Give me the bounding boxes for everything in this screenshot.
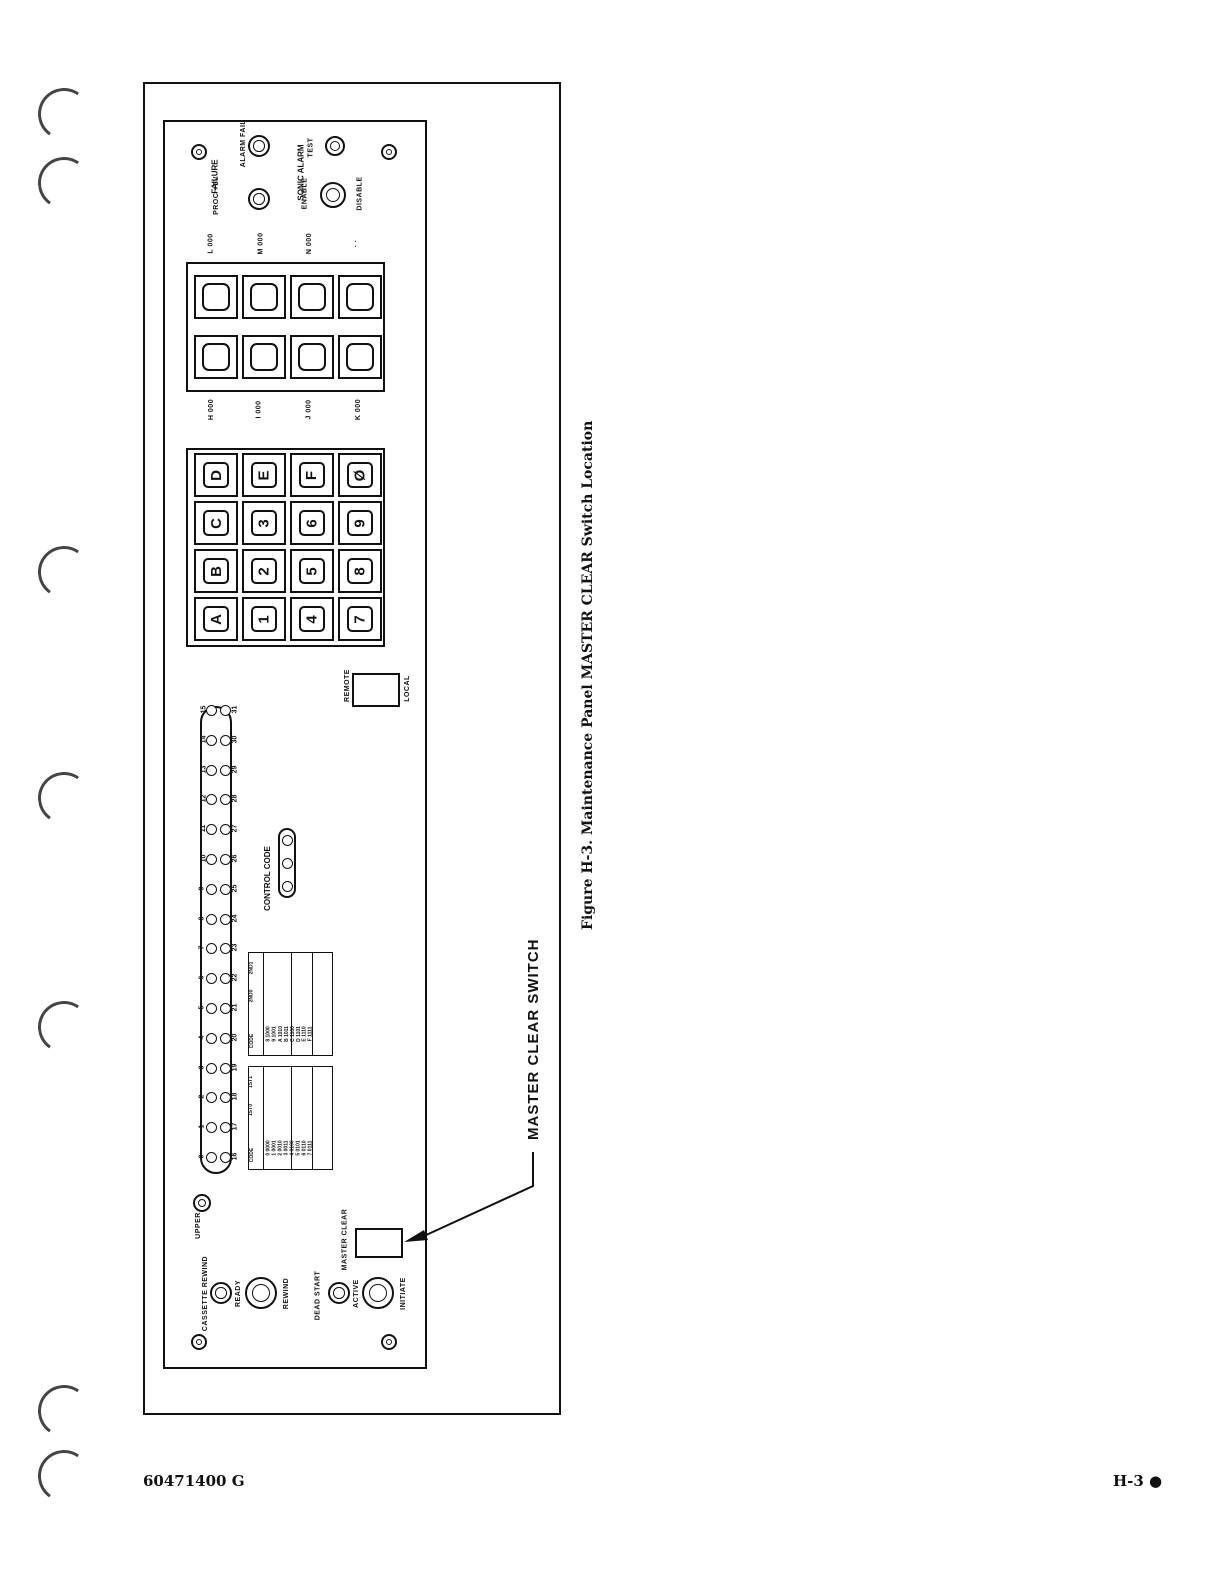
bit-lamp bbox=[206, 854, 217, 865]
table-divider bbox=[263, 953, 264, 1055]
display-lamp bbox=[242, 275, 286, 319]
display-lamp bbox=[194, 275, 238, 319]
sonic-alarm-toggle[interactable] bbox=[320, 182, 346, 208]
screw-icon bbox=[381, 144, 397, 160]
bit-lamp bbox=[220, 913, 231, 925]
bit-lamp bbox=[220, 1062, 231, 1074]
table-divider bbox=[312, 1067, 313, 1169]
bit-lamp bbox=[206, 705, 217, 716]
bit-lamp bbox=[220, 824, 231, 836]
key-b[interactable]: B bbox=[194, 549, 238, 593]
figure-frame bbox=[143, 82, 561, 1415]
upper-lamp[interactable] bbox=[193, 1194, 211, 1212]
control-code-lamp bbox=[282, 881, 293, 892]
key-7[interactable]: 7 bbox=[338, 597, 382, 641]
key-d[interactable]: D bbox=[194, 453, 238, 497]
master-clear-callout: MASTER CLEAR SWITCH bbox=[525, 938, 542, 1141]
key-0[interactable]: Ø bbox=[338, 453, 382, 497]
bit-lamp bbox=[220, 1122, 231, 1134]
code-table-1: CODE 1ST0 1ST1 0 0000 1 0001 2 0010 3 00… bbox=[248, 1066, 333, 1170]
bit-lamp bbox=[206, 913, 217, 925]
key-5[interactable]: 5 bbox=[290, 549, 334, 593]
proc-5v-lamp[interactable] bbox=[248, 188, 270, 210]
bit-lamp bbox=[220, 854, 231, 865]
key-3[interactable]: 3 bbox=[242, 501, 286, 545]
bit-lamp bbox=[220, 1092, 231, 1104]
key-6[interactable]: 6 bbox=[290, 501, 334, 545]
bit-lamp bbox=[206, 1003, 217, 1014]
screw-icon bbox=[191, 1334, 207, 1350]
remote-local-switch[interactable] bbox=[352, 673, 400, 707]
table-divider bbox=[291, 1067, 292, 1169]
bit-lamp bbox=[220, 1152, 231, 1163]
bit-lamp bbox=[206, 1032, 217, 1044]
document-number: 60471400 G bbox=[143, 1472, 245, 1490]
bit-lamp bbox=[220, 973, 231, 985]
display-lamp bbox=[338, 275, 382, 319]
key-a[interactable]: A bbox=[194, 597, 238, 641]
bit-lamp bbox=[206, 943, 217, 955]
code-table-2: CODE 2ND0 2ND1 8 1000 9 1001 A 1010 B 10… bbox=[248, 952, 333, 1056]
bit-lamp bbox=[206, 1062, 217, 1074]
display-lamp bbox=[194, 335, 238, 379]
bit-lamp bbox=[220, 734, 231, 746]
bit-lamp bbox=[206, 973, 217, 985]
sonic-test-button[interactable] bbox=[325, 136, 345, 156]
figure-caption: Figure H-3. Maintenance Panel MASTER CLE… bbox=[580, 420, 596, 930]
bit-lamp bbox=[206, 764, 217, 776]
display-lamp bbox=[290, 275, 334, 319]
key-4[interactable]: 4 bbox=[290, 597, 334, 641]
maintenance-panel: FAILURE ALARM FAIL PROC +5V SONIC ALARM … bbox=[163, 120, 427, 1369]
display-lamp bbox=[338, 335, 382, 379]
hex-keypad: D C B A E 3 2 1 F 6 5 4 Ø 9 8 7 bbox=[186, 448, 385, 647]
key-8[interactable]: 8 bbox=[338, 549, 382, 593]
bit-lamp bbox=[206, 794, 217, 806]
ready-lamp[interactable] bbox=[210, 1282, 232, 1304]
bit-lamp bbox=[206, 1152, 217, 1163]
control-code-lamps bbox=[278, 828, 296, 898]
bit-lamp bbox=[206, 734, 217, 746]
bit-lamp bbox=[220, 1003, 231, 1014]
key-f[interactable]: F bbox=[290, 453, 334, 497]
bit-lamp bbox=[220, 883, 231, 895]
bit-lamp bbox=[206, 824, 217, 836]
page-number: H-3 ● bbox=[1113, 1472, 1163, 1490]
control-code-lamp bbox=[282, 858, 293, 869]
key-9[interactable]: 9 bbox=[338, 501, 382, 545]
bit-lamp bbox=[206, 1092, 217, 1104]
bit-lamp bbox=[220, 764, 231, 776]
control-code-lamp bbox=[282, 835, 293, 846]
bit-lamp bbox=[220, 1032, 231, 1044]
bit-lamp bbox=[206, 883, 217, 895]
display-lamp bbox=[242, 335, 286, 379]
bit-lamp bbox=[220, 705, 231, 716]
display-lamp bbox=[290, 335, 334, 379]
initiate-button[interactable] bbox=[362, 1277, 394, 1309]
screw-icon bbox=[381, 1334, 397, 1350]
table-divider bbox=[312, 953, 313, 1055]
table-divider bbox=[263, 1067, 264, 1169]
rewind-button[interactable] bbox=[245, 1277, 277, 1309]
screw-icon bbox=[191, 144, 207, 160]
bit-lamp bbox=[220, 794, 231, 806]
key-1[interactable]: 1 bbox=[242, 597, 286, 641]
master-clear-switch[interactable] bbox=[355, 1228, 403, 1258]
table-divider bbox=[291, 953, 292, 1055]
bit-lamp bbox=[206, 1122, 217, 1134]
key-2[interactable]: 2 bbox=[242, 549, 286, 593]
alarm-fail-lamp[interactable] bbox=[248, 135, 270, 157]
bit-lamp bbox=[220, 943, 231, 955]
key-c[interactable]: C bbox=[194, 501, 238, 545]
display-lamp-grid bbox=[186, 262, 385, 392]
active-lamp[interactable] bbox=[328, 1282, 350, 1304]
key-e[interactable]: E bbox=[242, 453, 286, 497]
